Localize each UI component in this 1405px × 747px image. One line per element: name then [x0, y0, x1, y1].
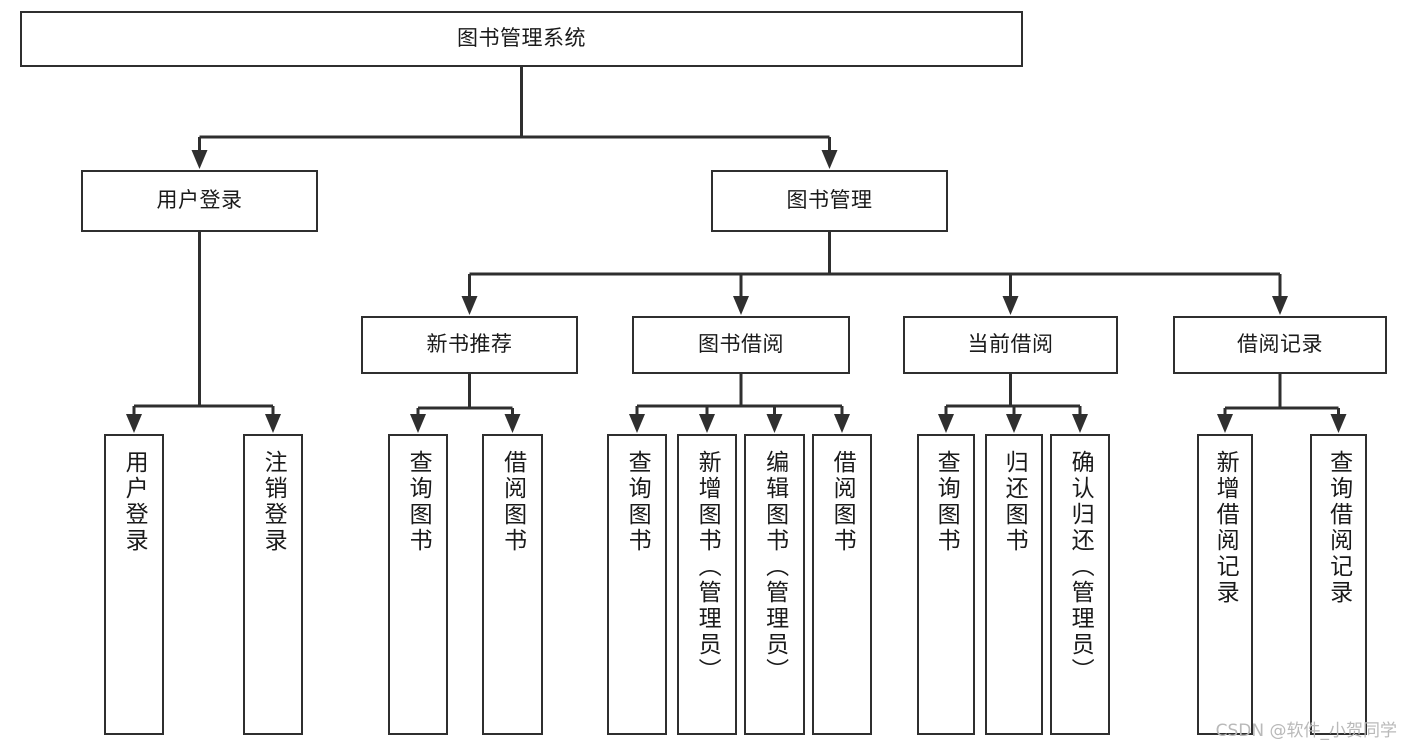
arrowhead-icon: [733, 296, 749, 315]
arrowhead-icon: [1002, 296, 1019, 315]
node-login[interactable]: 用户登录: [81, 170, 318, 232]
node-leaf6[interactable]: 新增图书（管理员）: [677, 434, 737, 735]
node-label: 查询借阅记录: [1325, 450, 1352, 606]
node-label: 借阅图书: [499, 450, 526, 554]
arrowhead-icon: [265, 414, 281, 433]
arrowhead-icon: [1272, 296, 1288, 315]
node-label: 注销登录: [260, 450, 287, 554]
node-leaf2[interactable]: 注销登录: [243, 434, 303, 735]
node-label: 图书管理系统: [457, 26, 586, 51]
node-leaf7[interactable]: 编辑图书（管理员）: [744, 434, 805, 735]
arrowhead-icon: [699, 414, 715, 433]
node-label: 查询图书: [933, 450, 960, 554]
arrowhead-icon: [834, 414, 850, 433]
edge-group-records: [1217, 374, 1347, 433]
node-leaf4[interactable]: 借阅图书: [482, 434, 543, 735]
node-current[interactable]: 当前借阅: [903, 316, 1118, 374]
arrowhead-icon: [504, 414, 521, 433]
arrowhead-icon: [191, 150, 208, 169]
edge-group-bookmgmt: [461, 232, 1288, 315]
arrowhead-icon: [629, 414, 645, 433]
node-records[interactable]: 借阅记录: [1173, 316, 1387, 374]
node-label: 用户登录: [121, 450, 148, 554]
node-leaf10[interactable]: 归还图书: [985, 434, 1043, 735]
arrowhead-icon: [126, 414, 142, 433]
arrowhead-icon: [1217, 414, 1233, 433]
node-label: 确认归还（管理员）: [1067, 450, 1094, 684]
arrowhead-icon: [1330, 414, 1347, 433]
arrowhead-icon: [1072, 414, 1088, 433]
arrowhead-icon: [1006, 414, 1022, 433]
node-leaf11[interactable]: 确认归还（管理员）: [1050, 434, 1110, 735]
node-leaf5[interactable]: 查询图书: [607, 434, 667, 735]
arrowhead-icon: [938, 414, 954, 433]
node-leaf8[interactable]: 借阅图书: [812, 434, 872, 735]
node-label: 新增图书（管理员）: [694, 450, 721, 684]
arrowhead-icon: [766, 414, 783, 433]
edge-group-borrow: [629, 374, 850, 433]
node-label: 查询图书: [624, 450, 651, 554]
node-label: 归还图书: [1001, 450, 1028, 554]
node-newrec[interactable]: 新书推荐: [361, 316, 578, 374]
arrowhead-icon: [410, 414, 426, 433]
node-bookmgmt[interactable]: 图书管理: [711, 170, 948, 232]
node-label: 借阅记录: [1237, 332, 1323, 357]
node-label: 图书管理: [786, 188, 873, 213]
node-leaf13[interactable]: 查询借阅记录: [1310, 434, 1367, 735]
node-label: 用户登录: [156, 188, 243, 213]
node-label: 新增借阅记录: [1212, 450, 1239, 606]
node-leaf3[interactable]: 查询图书: [388, 434, 448, 735]
node-label: 新书推荐: [426, 332, 513, 357]
node-label: 借阅图书: [829, 450, 856, 554]
node-label: 图书借阅: [698, 332, 784, 357]
node-label: 当前借阅: [967, 332, 1054, 357]
node-leaf1[interactable]: 用户登录: [104, 434, 164, 735]
node-root[interactable]: 图书管理系统: [20, 11, 1023, 67]
edge-group-current: [938, 374, 1088, 433]
arrowhead-icon: [821, 150, 838, 169]
edge-group-newrec: [410, 374, 521, 433]
node-borrow[interactable]: 图书借阅: [632, 316, 850, 374]
node-leaf12[interactable]: 新增借阅记录: [1197, 434, 1253, 735]
node-leaf9[interactable]: 查询图书: [917, 434, 975, 735]
edge-group-root: [191, 67, 838, 169]
node-label: 编辑图书（管理员）: [761, 450, 788, 684]
edge-group-login: [126, 232, 281, 433]
node-label: 查询图书: [405, 450, 432, 554]
arrowhead-icon: [461, 296, 478, 315]
